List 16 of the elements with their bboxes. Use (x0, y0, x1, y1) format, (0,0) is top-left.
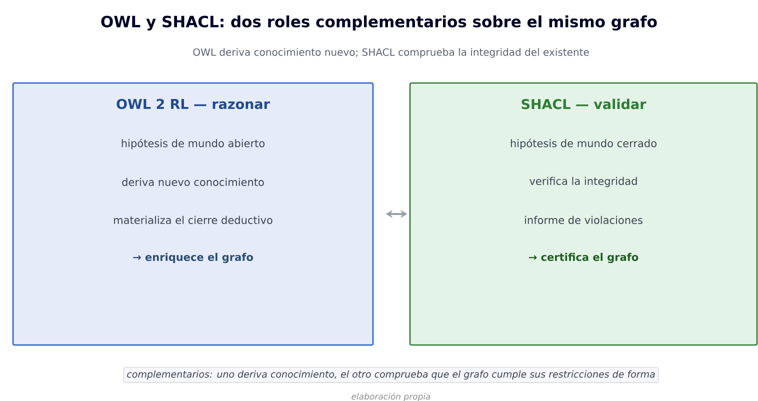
panel-conclusion: → enriquece el grafo (133, 252, 253, 264)
panel-item: informe de violaciones (525, 216, 642, 224)
subtitle: OWL deriva conocimiento nuevo; SHACL comprueba la integridad del existente (193, 48, 589, 58)
panel-box (409, 82, 758, 346)
panel-item: hipótesis de mundo cerrado (510, 138, 656, 150)
panel-heading: SHACL — validar (522, 98, 646, 110)
panel-conclusion: → certifica el grafo (528, 252, 638, 264)
panel-box (12, 82, 374, 346)
title: OWL y SHACL: dos roles complementarios sobre el mismo grafo (101, 15, 657, 31)
panel-item: materializa el cierre deductivo (114, 216, 272, 224)
note-box: complementarios: uno deriva conocimiento, el otro comprueba que el grafo cumple sus restricciones de forma (123, 367, 659, 383)
caption: elaboración propia (352, 392, 430, 401)
panel-item: hipótesis de mundo abierto (122, 138, 265, 150)
panel-item: verifica la integridad (530, 176, 637, 188)
panel-item: deriva nuevo conocimiento (122, 178, 264, 186)
panel-heading: OWL 2 RL — razonar (116, 98, 270, 110)
